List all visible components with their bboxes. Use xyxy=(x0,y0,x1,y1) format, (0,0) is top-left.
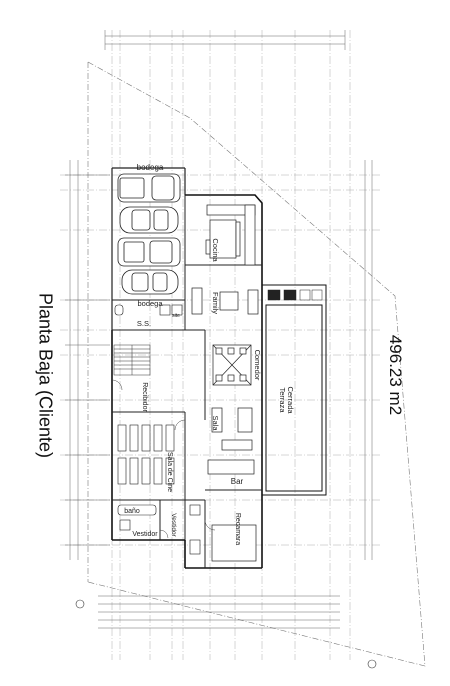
bath-fixtures xyxy=(117,504,201,555)
dimension-lines-top xyxy=(104,30,346,50)
restroom-fixtures xyxy=(114,304,183,316)
room-label-cocina: Cocina xyxy=(211,238,220,262)
parked-cars xyxy=(117,173,181,295)
room-label-vestidor-1: Vestidor xyxy=(132,531,158,538)
grid-bubbles xyxy=(75,599,377,669)
room-label-terraza-cerrada: Cerrada xyxy=(286,386,295,414)
terraza-walls xyxy=(261,284,327,496)
dimension-lines-right xyxy=(364,160,373,560)
garage-walls xyxy=(111,167,186,330)
staircase xyxy=(113,344,151,376)
room-label-comedor: Comedor xyxy=(253,350,262,381)
bedroom-bed xyxy=(211,524,257,562)
sala-furniture xyxy=(207,407,255,475)
site-boundary xyxy=(87,61,426,667)
room-label-sala: Sala xyxy=(211,415,220,431)
grid-lines-vertical xyxy=(111,30,351,660)
room-label-bar: Bar xyxy=(231,477,244,486)
plan-title: Planta Baja (Cliente) xyxy=(35,292,56,459)
door-swings xyxy=(111,379,216,539)
room-label-vestidor-2: Vestidor xyxy=(170,513,177,537)
dining-table xyxy=(212,344,252,386)
room-label-site: site xyxy=(172,313,180,319)
kitchen-counter xyxy=(205,204,256,266)
plan-area: 496.23 m2 xyxy=(386,334,405,416)
dimension-lines-bottom xyxy=(98,595,340,629)
terraza-appliances xyxy=(267,289,323,301)
room-label-recibidor: Recibidor xyxy=(141,382,148,412)
room-label-sala-cine: Sala de Cine xyxy=(166,452,173,492)
cinema-seats xyxy=(117,424,175,485)
room-label-ss: S.S. xyxy=(137,319,151,328)
family-furniture xyxy=(191,287,259,315)
room-label-recamara: Recamara xyxy=(234,513,241,545)
room-label-family: Family xyxy=(211,292,220,314)
interior-walls xyxy=(112,195,262,568)
room-label-bodega-mid: bodega xyxy=(137,299,163,308)
room-label-bano: baño xyxy=(124,508,140,515)
room-label-bodega-top: bodega xyxy=(137,163,164,172)
dimension-lines-left xyxy=(65,160,110,560)
room-label-terraza: Terraza xyxy=(278,387,287,413)
